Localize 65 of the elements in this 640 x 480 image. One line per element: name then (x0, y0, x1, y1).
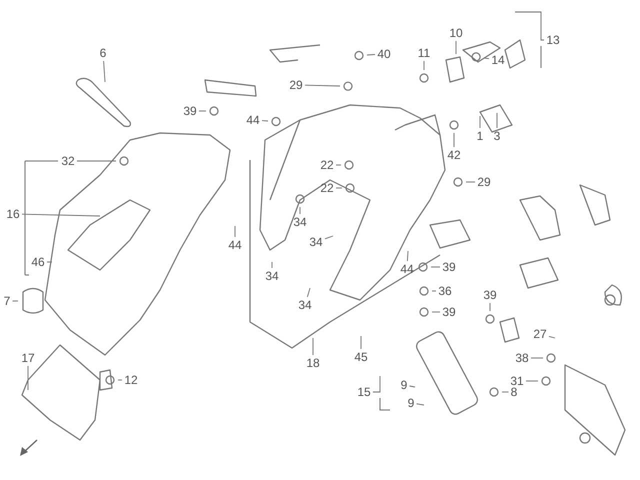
leader-line (372, 376, 380, 392)
callout-number: 22 (319, 181, 335, 195)
callout-number: 13 (545, 33, 561, 47)
callout-number: 8 (510, 385, 518, 399)
leader-line (406, 250, 408, 262)
callout-number: 39 (482, 288, 498, 302)
callout-number: 34 (308, 235, 324, 249)
leader-line (360, 336, 362, 350)
leader-line (496, 112, 498, 128)
callout-number: 32 (60, 154, 76, 168)
callout-number: 15 (356, 385, 372, 399)
callout-number: 14 (490, 53, 506, 67)
leader-line (430, 266, 440, 268)
callout-number: 1 (476, 129, 484, 143)
leader-line (548, 336, 556, 338)
callout-number: 34 (264, 269, 280, 283)
callout-number: 17 (20, 351, 36, 365)
callout-number: 44 (245, 113, 261, 127)
callout-number: 22 (319, 158, 335, 172)
callout-number: 11 (416, 46, 432, 60)
callout-number: 39 (182, 104, 198, 118)
leader-line (12, 300, 18, 302)
leader-line (416, 403, 424, 406)
callout-number: 18 (305, 356, 321, 370)
leader-line (514, 12, 544, 40)
leader-line (526, 380, 538, 382)
leader-line (22, 214, 100, 216)
callout-number: 29 (288, 78, 304, 92)
leader-line (484, 58, 490, 60)
callout-number: 12 (123, 373, 139, 387)
leader-line (306, 288, 310, 298)
leader-line (432, 290, 436, 292)
leader-line (103, 60, 106, 82)
callout-number: 44 (399, 262, 415, 276)
leader-line (366, 54, 376, 56)
leader-line (312, 338, 314, 356)
callout-number: 9 (406, 396, 416, 410)
leader-line (262, 120, 268, 122)
callout-number: 45 (353, 350, 369, 364)
callout-number: 39 (441, 305, 457, 319)
callout-number: 9 (400, 378, 408, 392)
callout-number: 34 (292, 215, 308, 229)
callout-number: 10 (448, 26, 464, 40)
leader-line (336, 164, 342, 166)
callout-number: 46 (30, 255, 46, 269)
callout-number: 40 (376, 47, 392, 61)
callout-number: 31 (509, 374, 525, 388)
callout-number: 7 (2, 294, 12, 308)
callout-number: 34 (297, 298, 313, 312)
callout-number: 29 (476, 175, 492, 189)
leader-line (76, 160, 116, 162)
callout-number: 6 (98, 46, 108, 60)
leader-line (234, 226, 236, 238)
callout-number: 38 (514, 351, 530, 365)
leader-line (304, 84, 340, 86)
callout-number: 44 (227, 238, 243, 252)
callout-number: 27 (532, 327, 548, 341)
leader-line (198, 110, 206, 112)
leader-line (409, 386, 416, 388)
callout-number: 16 (5, 207, 21, 221)
callout-number: 39 (441, 260, 457, 274)
callout-number: 42 (446, 148, 462, 162)
leader-line (324, 236, 334, 240)
callout-number: 3 (492, 129, 502, 143)
callout-number: 36 (437, 284, 453, 298)
